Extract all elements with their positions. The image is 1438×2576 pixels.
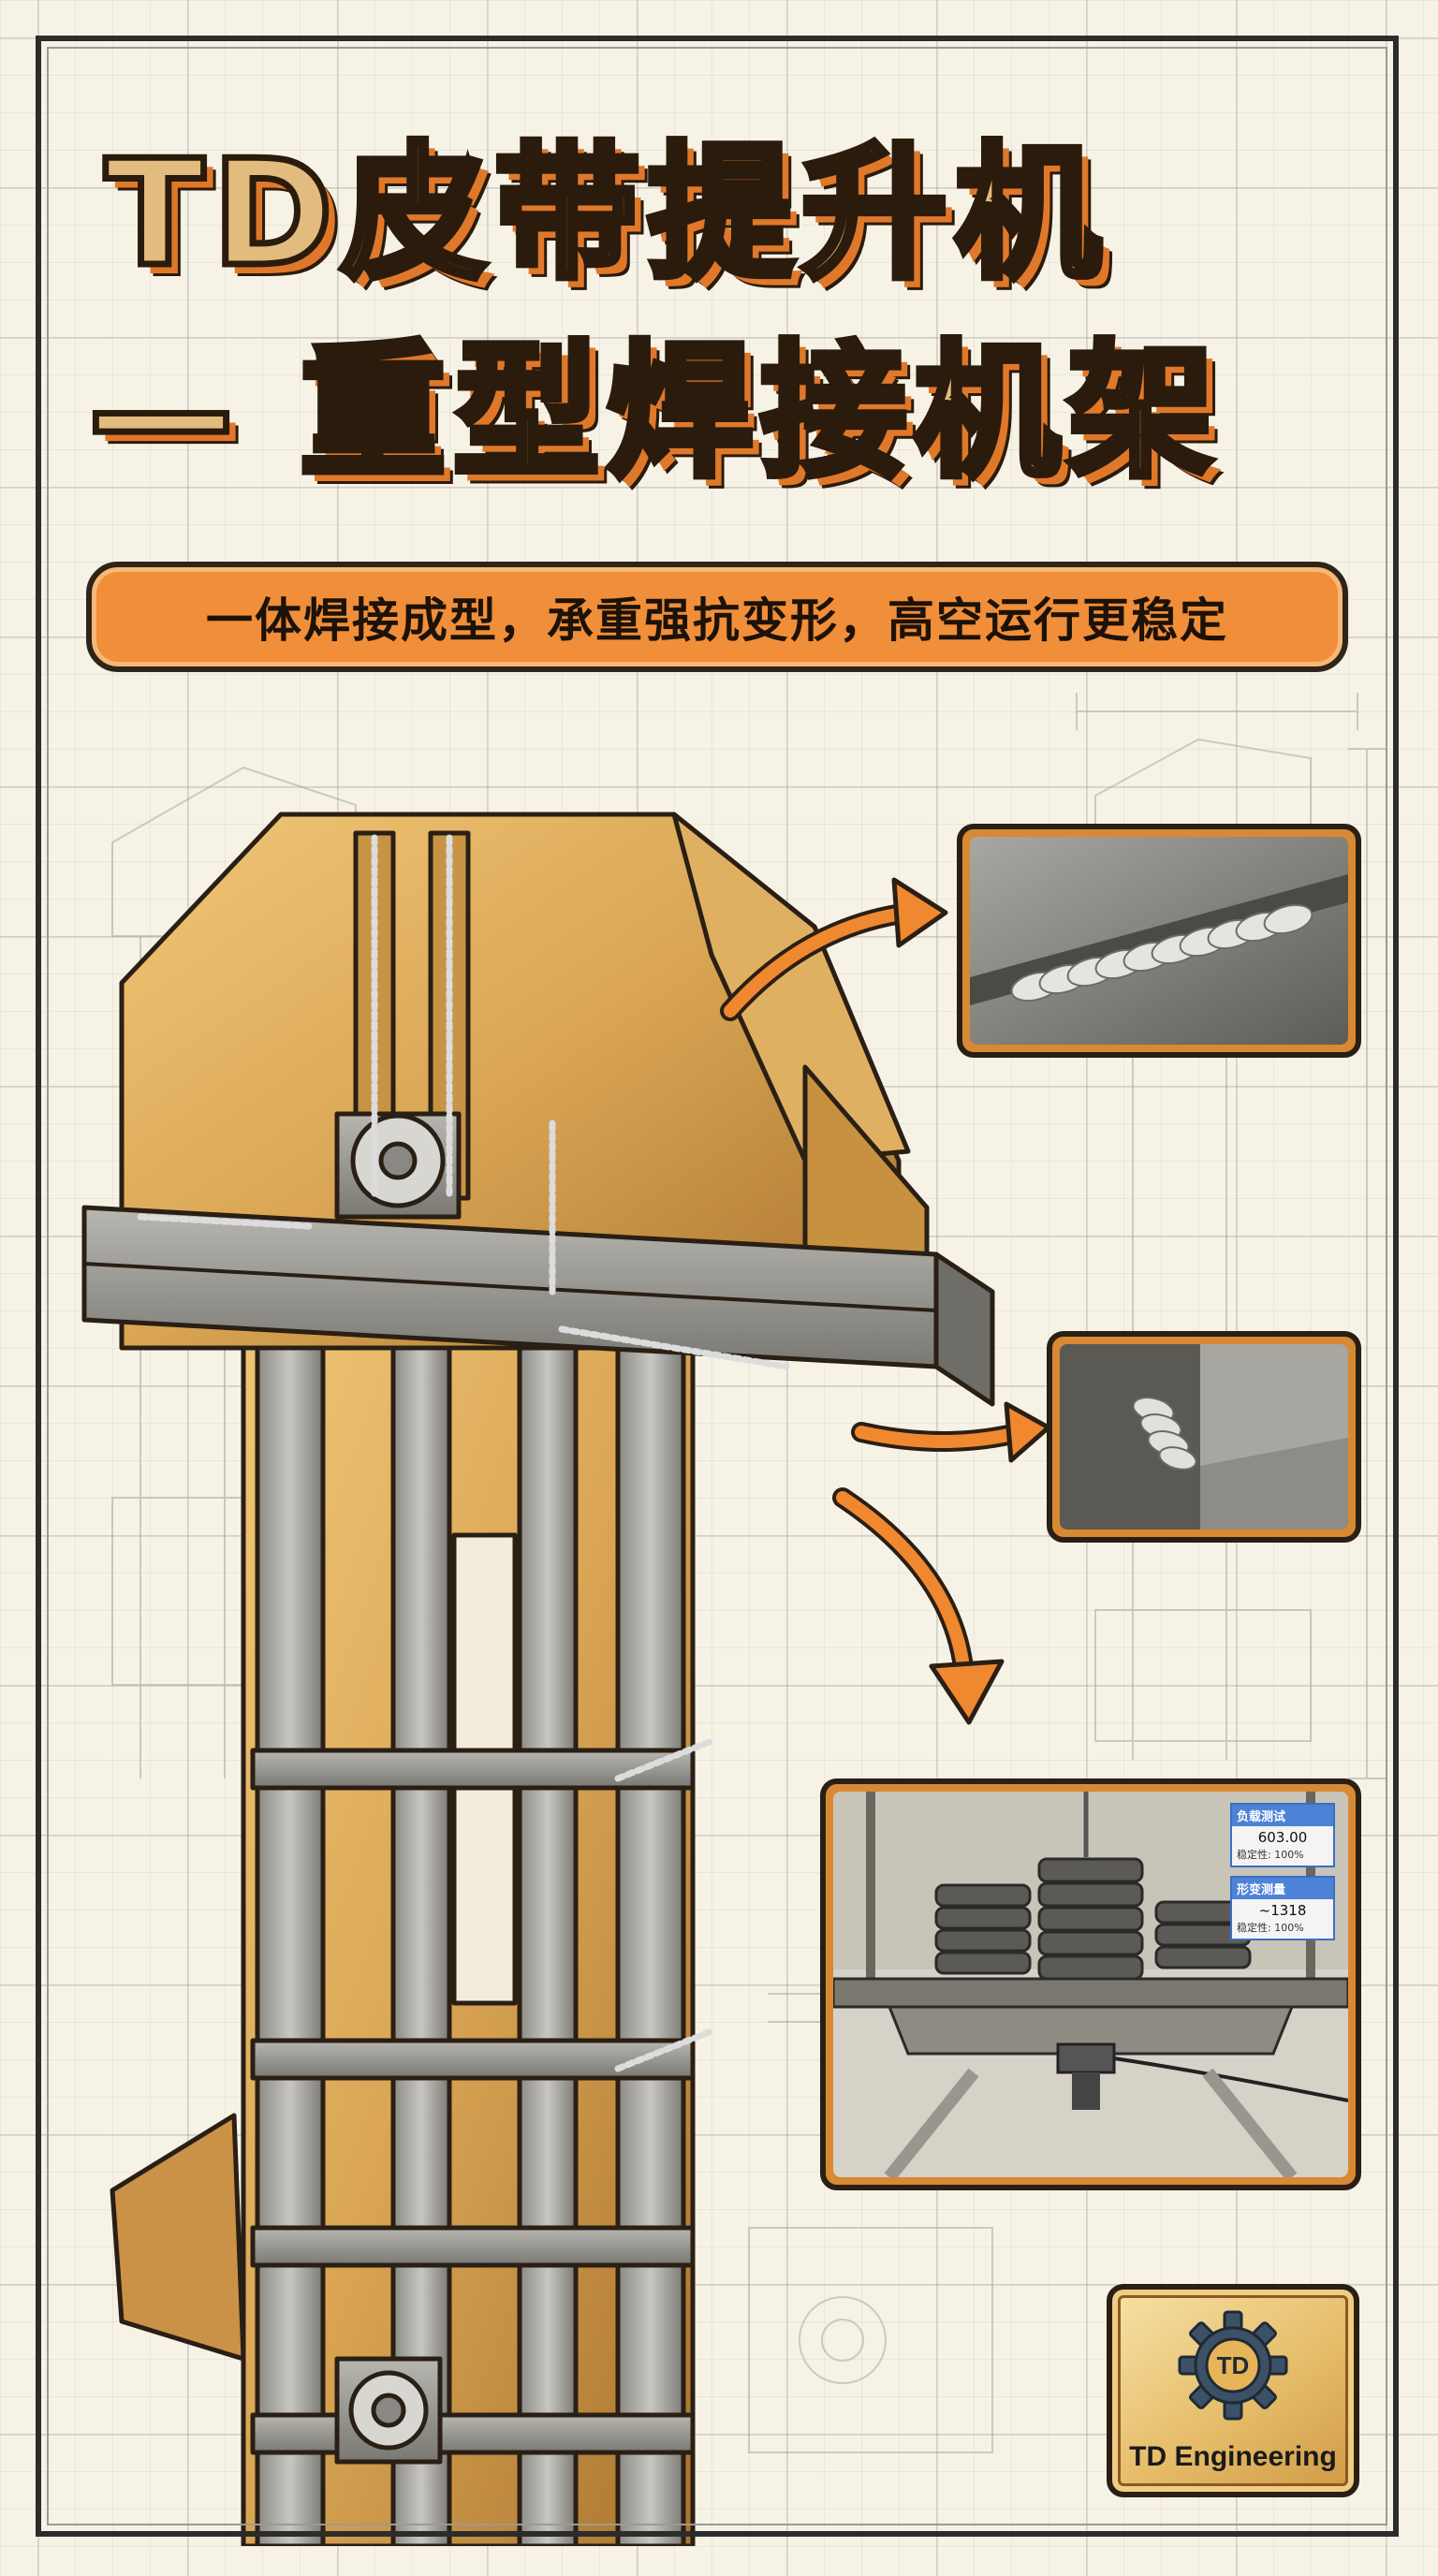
brace-3 (250, 2225, 696, 2268)
arrowhead-2 (1004, 1401, 1051, 1463)
brace-4 (250, 2412, 696, 2455)
load-test-panel: 负载测试 603.00 稳定性: 100% 形变测量 ~1318 稳定性: 10… (820, 1778, 1361, 2190)
logo-emblem-text: TD (1217, 2351, 1250, 2379)
corner-weld-closeup-icon (1060, 1344, 1348, 1530)
arrow-to-weld-2 (855, 1426, 1027, 1448)
weld-seam-4 (558, 1325, 790, 1370)
arrow-to-weld-1 (724, 906, 915, 1017)
crossbeam-end (933, 1251, 995, 1407)
blueprint-pulley (799, 2296, 887, 2384)
blueprint-pulley-inner (821, 2319, 864, 2362)
logo-badge: TD TD Engineering (1107, 2284, 1359, 2497)
arrowhead-3 (929, 1659, 1005, 1725)
title-line-2: — 重型焊接机架 (85, 327, 1222, 497)
poster-title: TD皮带提升机 — 重型焊接机架 (66, 128, 1376, 497)
title-line-1: TD皮带提升机 (102, 128, 1108, 299)
readout-1-note: 稳定性: 100% (1237, 1849, 1304, 1861)
load-readout-1: 负载测试 603.00 稳定性: 100% (1230, 1803, 1335, 1867)
brace-1 (250, 1748, 696, 1791)
blueprint-dimension-lines (1076, 693, 1386, 1779)
arrow-to-load-test (836, 1491, 971, 1682)
weld-seam-3 (137, 1213, 313, 1230)
elevator-frame-illustration (81, 812, 995, 2546)
arrowhead-1 (891, 877, 948, 948)
inlet-chute (110, 2113, 246, 2362)
weld-bead-closeup-icon (970, 837, 1348, 1045)
weld-seam-7 (614, 2027, 715, 2072)
readout-1-title: 负载测试 (1232, 1805, 1333, 1826)
subtitle-text: 一体焊接成型，承重强抗变形，高空运行更稳定 (206, 593, 1228, 648)
gear-icon: TD (1178, 2310, 1288, 2421)
readout-2-value: ~1318 (1258, 1902, 1307, 1919)
logo-name: TD Engineering (1129, 2441, 1337, 2472)
weld-detail-panel-2 (1047, 1331, 1361, 1543)
column-mid-right (517, 1345, 579, 2546)
brace-2 (250, 2038, 696, 2081)
readout-2-note: 稳定性: 100% (1237, 1922, 1304, 1934)
load-readout-2: 形变测量 ~1318 稳定性: 100% (1230, 1876, 1335, 1940)
weld-detail-panel-1 (957, 824, 1361, 1058)
column-right (615, 1345, 686, 2546)
readout-2-title: 形变测量 (1232, 1878, 1333, 1899)
readout-1-value: 603.00 (1257, 1829, 1308, 1846)
subtitle-banner: 一体焊接成型，承重强抗变形，高空运行更稳定 (86, 562, 1348, 672)
weld-seam-6 (614, 1737, 715, 1782)
column-left (255, 1345, 326, 2546)
